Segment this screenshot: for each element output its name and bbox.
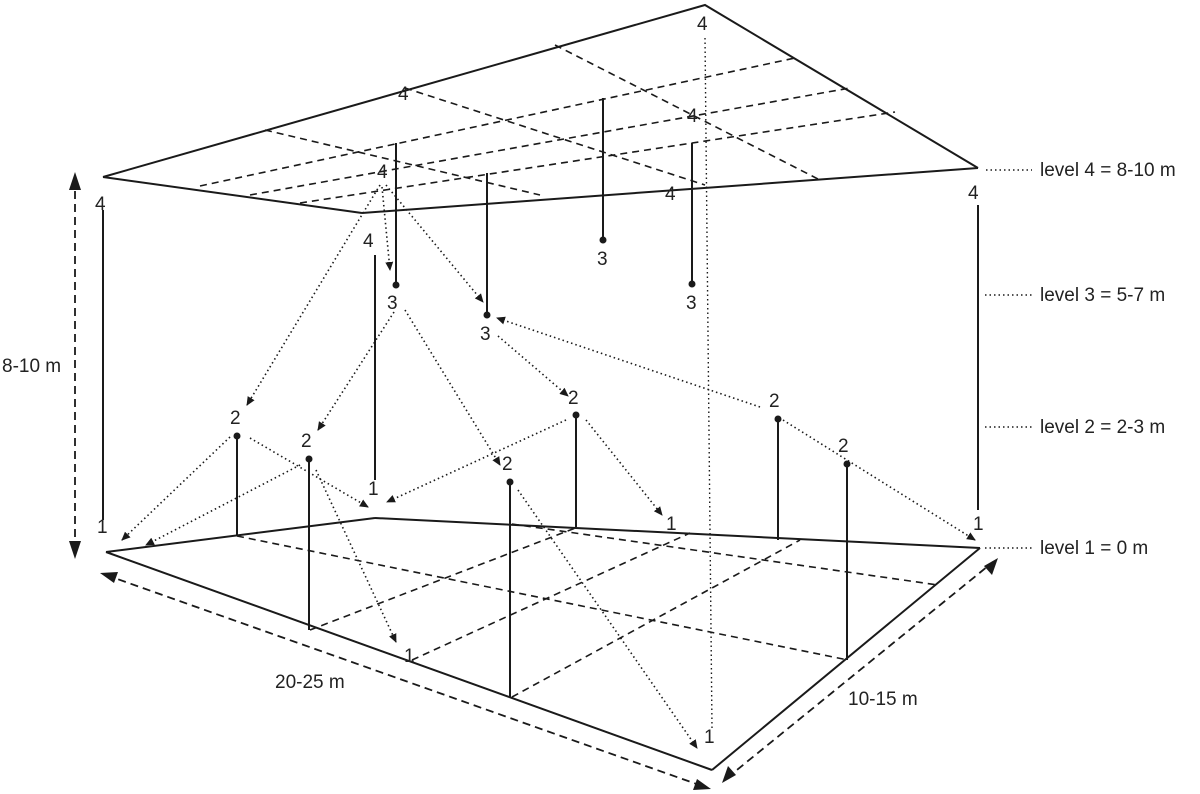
point-label-1: 1 bbox=[973, 514, 984, 535]
point-label-4: 4 bbox=[687, 106, 698, 127]
point-label-2: 2 bbox=[230, 408, 241, 429]
width-label: 10-15 m bbox=[848, 689, 918, 710]
standing-posts bbox=[233, 411, 851, 697]
point-label-1: 1 bbox=[704, 727, 715, 748]
point-label-4: 4 bbox=[665, 184, 676, 205]
point-label-2: 2 bbox=[568, 388, 579, 409]
point-label-1: 1 bbox=[404, 646, 415, 667]
point-label-3: 3 bbox=[686, 293, 697, 314]
height-label: 8-10 m bbox=[2, 356, 61, 377]
point-label-4: 4 bbox=[968, 183, 979, 204]
point-label-4: 4 bbox=[398, 84, 409, 105]
point-label-4: 4 bbox=[363, 231, 374, 252]
point-label-1: 1 bbox=[97, 517, 108, 538]
point-label-2: 2 bbox=[769, 391, 780, 412]
point-label-2: 2 bbox=[301, 431, 312, 452]
level-3-label: level 3 = 5-7 m bbox=[1040, 285, 1165, 306]
level-4-label: level 4 = 8-10 m bbox=[1040, 160, 1176, 181]
dimension-height bbox=[69, 172, 81, 559]
point-label-3: 3 bbox=[597, 249, 608, 270]
ceiling-face bbox=[102, 3, 979, 214]
level-leaders bbox=[985, 169, 1032, 549]
dimension-width bbox=[722, 558, 998, 783]
point-label-2: 2 bbox=[838, 436, 849, 457]
box-vertical-edges bbox=[102, 37, 979, 729]
point-label-1: 1 bbox=[666, 514, 677, 535]
level-1-label: level 1 = 0 m bbox=[1040, 538, 1148, 559]
dimension-length bbox=[100, 572, 711, 790]
length-label: 20-25 m bbox=[275, 672, 345, 693]
transport-arrows bbox=[121, 184, 976, 749]
point-label-4: 4 bbox=[95, 194, 106, 215]
floor-face bbox=[105, 517, 981, 771]
point-label-1: 1 bbox=[368, 479, 379, 500]
point-label-4: 4 bbox=[697, 14, 708, 35]
level-2-label: level 2 = 2-3 m bbox=[1040, 417, 1165, 438]
point-label-4: 4 bbox=[377, 162, 388, 183]
point-label-3: 3 bbox=[387, 293, 398, 314]
point-label-2: 2 bbox=[502, 454, 513, 475]
point-label-3: 3 bbox=[480, 324, 491, 345]
hanging-rods bbox=[392, 98, 696, 319]
